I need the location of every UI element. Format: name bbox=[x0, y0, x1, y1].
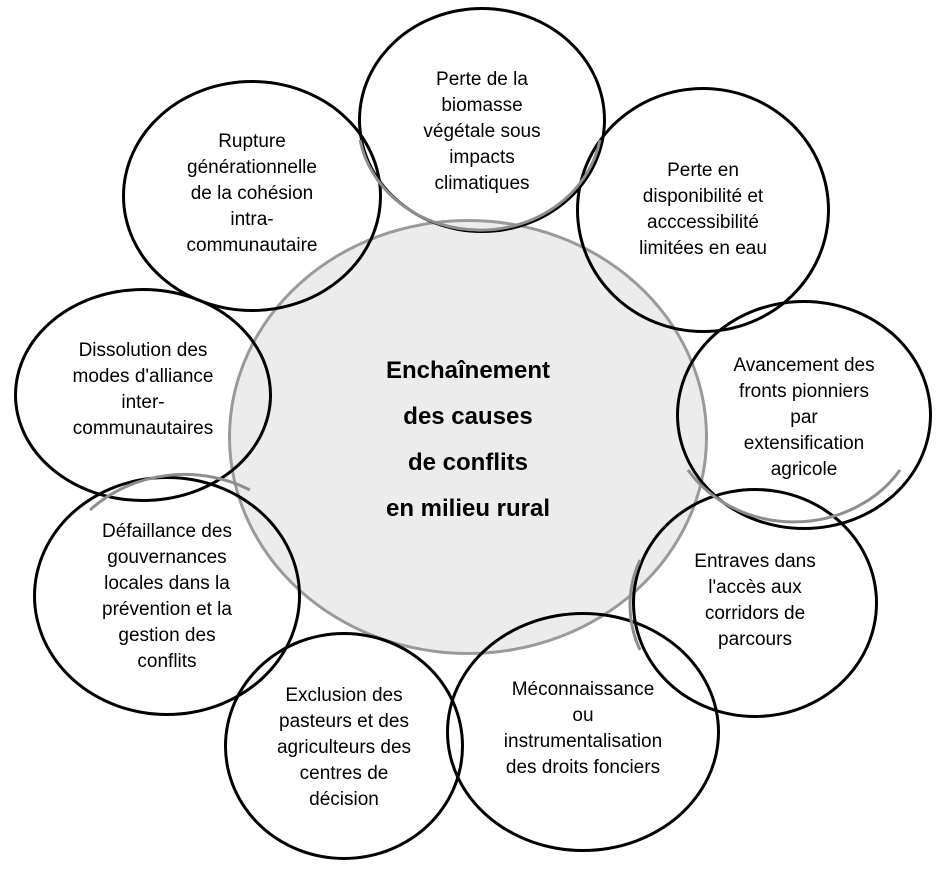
circle-alliance bbox=[14, 288, 272, 502]
overlap-arc-corridors bbox=[628, 559, 642, 651]
overlap-arc-biomasse bbox=[358, 139, 602, 232]
cause-alliance: Dissolution des modes d'alliance inter- … bbox=[72, 340, 214, 439]
cause-fronts: Avancement des fronts pionniers par exte… bbox=[733, 355, 875, 480]
circle-exclusion bbox=[224, 632, 464, 860]
cause-rupture: Rupture générationnelle de la cohésion i… bbox=[186, 131, 318, 256]
cause-corridors: Entraves dans l'accès aux corridors de p… bbox=[694, 551, 816, 650]
cause-exclusion: Exclusion des pasteurs et des agriculteu… bbox=[276, 685, 412, 810]
overlap-arc-fronts bbox=[686, 469, 902, 524]
center-title: Enchaînement des causes de conflits en m… bbox=[385, 357, 551, 522]
cause-gouvernances: Défaillance des gouvernances locales dan… bbox=[102, 521, 232, 672]
cause-biomasse: Perte de la biomasse végétale sous impac… bbox=[423, 69, 541, 194]
cause-eau: Perte en disponibilité et acccessibilité… bbox=[639, 160, 767, 259]
circle-eau bbox=[576, 87, 830, 333]
circle-rupture bbox=[122, 80, 382, 312]
circle-corridors bbox=[632, 488, 878, 718]
overlap-arc-gouvernances bbox=[88, 472, 251, 512]
cause-fonciers: Méconnaissance ou instrumentalisation de… bbox=[503, 679, 663, 778]
